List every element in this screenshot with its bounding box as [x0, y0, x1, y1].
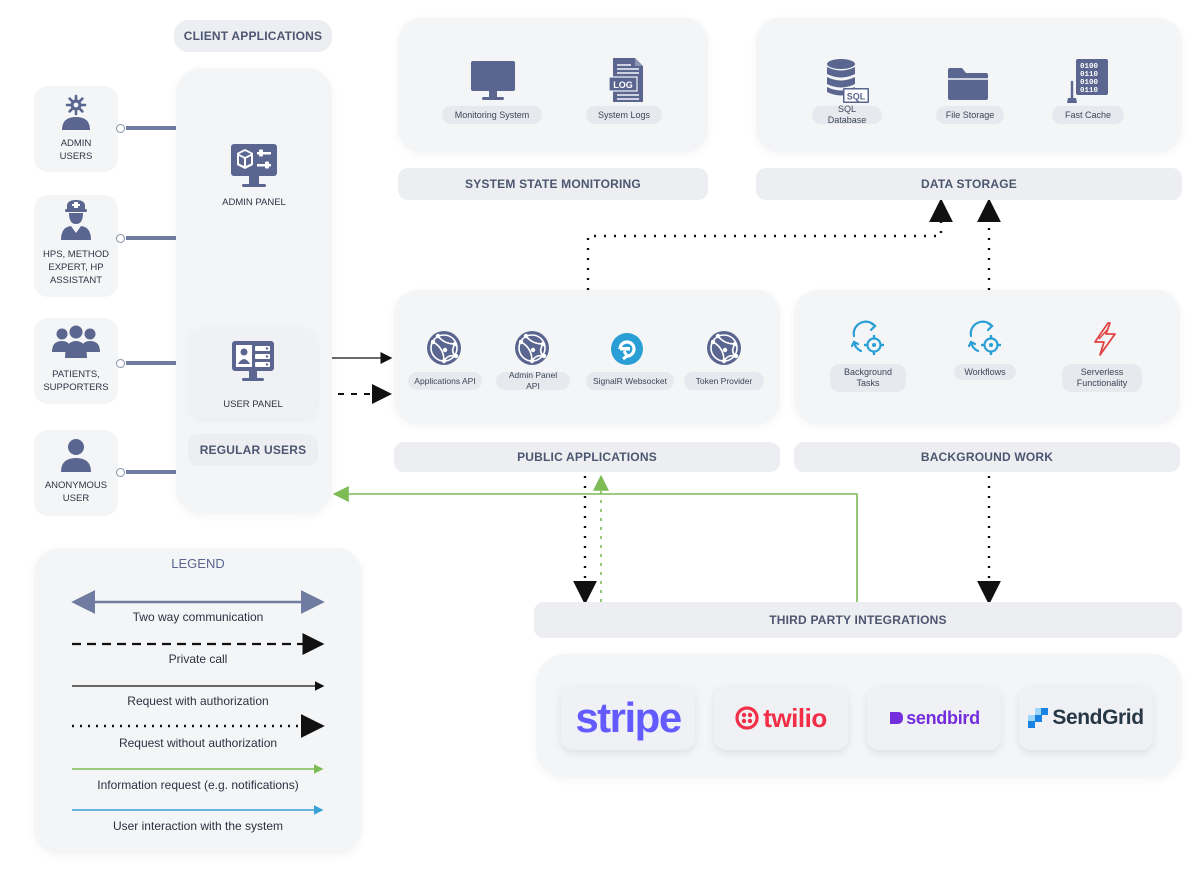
serverless-bolt-icon — [1090, 322, 1120, 356]
user-patients-label: PATIENTS,SUPPORTERS — [43, 369, 109, 393]
svg-text:0100: 0100 — [1080, 79, 1099, 87]
token-provider-icon — [706, 330, 742, 366]
svg-text:0110: 0110 — [1080, 71, 1099, 79]
stripe-logo-card: stripe — [561, 686, 695, 750]
connector-patients-dot — [116, 359, 125, 368]
sql-database-icon: SQL — [825, 58, 869, 104]
hp-professional-icon — [60, 200, 92, 242]
sendgrid-logo: SendGrid — [1052, 706, 1144, 729]
svg-text:0110: 0110 — [1080, 87, 1099, 95]
connector-admin-line — [126, 126, 176, 130]
log-file-icon: LOG — [607, 56, 647, 104]
connector-admin-dot — [116, 124, 125, 133]
sendbird-icon — [890, 712, 904, 724]
monitor-icon — [470, 60, 516, 102]
legend-private-call-label: Private call — [168, 652, 228, 666]
sendgrid-logo-card: SendGrid — [1019, 686, 1153, 750]
token-provider-pill: Token Provider — [684, 372, 764, 390]
signalr-icon — [610, 332, 644, 366]
sendgrid-icon — [1028, 708, 1049, 728]
legend-title: LEGEND — [171, 556, 225, 571]
background-work-panel — [794, 290, 1180, 424]
signalr-websocket-pill: SignalR Websocket — [586, 372, 674, 390]
sendbird-logo-card: sendbird — [867, 686, 1001, 750]
admin-panel-icon — [228, 140, 280, 192]
applications-api-pill: Applications API — [408, 372, 482, 390]
arrow-third-party-to-client — [332, 486, 858, 602]
legend-information-label: Information request (e.g. notifications) — [97, 778, 299, 792]
connector-hps-line — [126, 236, 176, 240]
admin-panel-label: ADMIN PANEL — [222, 197, 286, 208]
system-logs-pill: System Logs — [586, 106, 662, 124]
monitoring-title: SYSTEM STATE MONITORING — [398, 168, 708, 200]
sendbird-logo: sendbird — [906, 707, 980, 728]
connector-patients-line — [126, 361, 176, 365]
svg-text:LOG: LOG — [613, 80, 633, 90]
patients-group-icon — [52, 325, 100, 358]
user-panel-label: USER PANEL — [223, 399, 283, 410]
arrow-public-to-storage — [586, 198, 953, 290]
svg-text:0100: 0100 — [1080, 63, 1099, 71]
user-panel-icon — [230, 338, 276, 384]
stripe-logo: stripe — [575, 694, 682, 741]
folder-icon — [946, 66, 990, 102]
monitoring-system-pill: Monitoring System — [442, 106, 542, 124]
file-storage-pill: File Storage — [936, 106, 1004, 124]
data-storage-title: DATA STORAGE — [756, 168, 1182, 200]
connector-anonymous-line — [126, 470, 176, 474]
connector-anonymous-dot — [116, 468, 125, 477]
binary-cache-icon: 0100 0110 0100 0110 — [1067, 58, 1110, 104]
third-party-title: THIRD PARTY INTEGRATIONS — [534, 602, 1182, 638]
anonymous-user-icon — [60, 438, 92, 474]
twilio-icon — [735, 706, 759, 730]
legend-lines — [71, 590, 325, 815]
svg-text:SQL: SQL — [847, 92, 866, 102]
twilio-logo-card: twilio — [714, 686, 848, 750]
legend-authorized-label: Request with authorization — [127, 694, 269, 708]
admin-user-icon — [60, 94, 92, 132]
legend-two-way-label: Two way communication — [132, 610, 264, 624]
admin-panel-api-pill: Admin Panel API — [496, 370, 570, 391]
background-work-title: BACKGROUND WORK — [794, 442, 1180, 472]
fast-cache-pill: Fast Cache — [1052, 106, 1124, 124]
legend-unauthorized-label: Request without authorization — [118, 736, 278, 750]
background-tasks-icon — [849, 320, 885, 356]
regular-users-label: REGULAR USERS — [188, 434, 318, 466]
workflows-pill: Workflows — [954, 364, 1016, 380]
admin-panel-api-icon — [514, 330, 550, 366]
public-applications-title: PUBLIC APPLICATIONS — [394, 442, 780, 472]
client-applications-title: CLIENT APPLICATIONS — [174, 20, 332, 52]
applications-api-icon — [426, 330, 462, 366]
workflows-icon — [966, 320, 1002, 356]
connector-hps-dot — [116, 234, 125, 243]
legend-panel: LEGEND Two way communication Private cal… — [34, 548, 362, 854]
legend-interaction-label: User interaction with the system — [112, 819, 284, 833]
monitoring-panel — [398, 18, 708, 152]
twilio-logo: twilio — [763, 702, 827, 733]
sql-database-pill: SQL Database — [812, 104, 882, 125]
